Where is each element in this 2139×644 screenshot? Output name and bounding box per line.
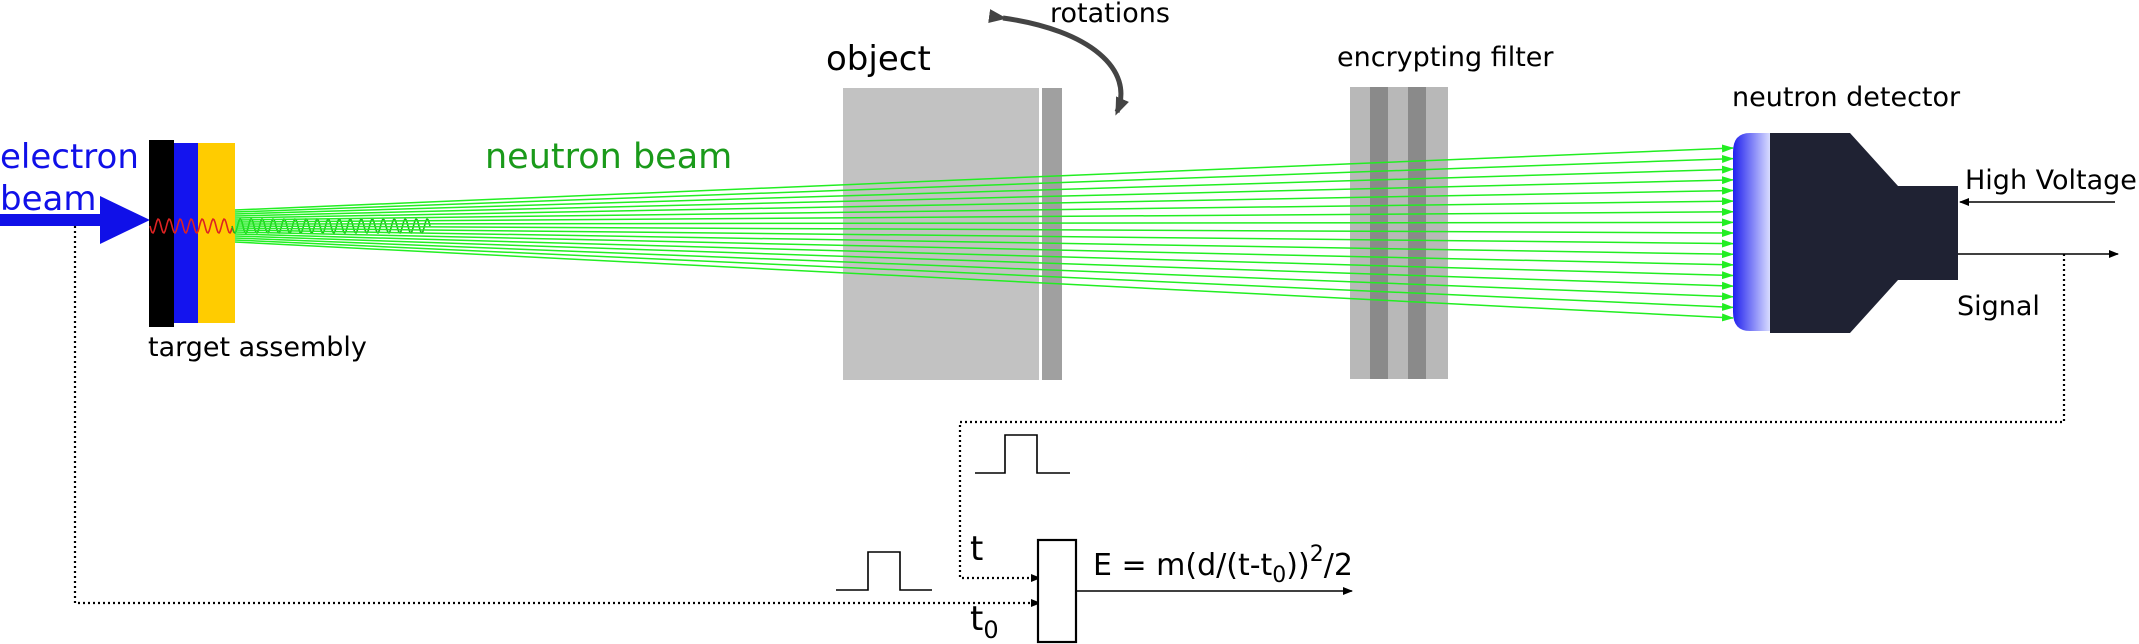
- neutron-rays: [234, 144, 1734, 322]
- neutron-ray: [234, 239, 1734, 311]
- rotation-arrow: [988, 9, 1129, 116]
- object-label: object: [826, 39, 931, 79]
- encrypting-filter: [1350, 87, 1448, 379]
- neutron-ray: [234, 227, 1734, 248]
- neutron-ray: [234, 186, 1734, 219]
- detector-body: [1770, 133, 1958, 333]
- trigger-dotted-path: [73, 226, 1041, 607]
- neutron-detector: [1733, 133, 1958, 333]
- electron-beam-label-line1: electron: [0, 137, 139, 177]
- neutron-ray: [234, 231, 1734, 269]
- t-label: t: [970, 529, 983, 569]
- target-assembly-label: target assembly: [148, 332, 367, 363]
- neutron-ray: [234, 229, 1734, 259]
- neutron-ray: [234, 235, 1734, 290]
- signal-pulse: [975, 434, 1070, 474]
- signal-dotted-path: [958, 254, 2066, 582]
- neutron-beam-label: neutron beam: [485, 137, 732, 177]
- object-plate: [1042, 88, 1062, 380]
- neutron-ray: [234, 165, 1734, 215]
- neutron-ray: [234, 207, 1734, 223]
- electron-beam-label-line2: beam: [0, 179, 96, 219]
- neutron-ray: [234, 241, 1734, 322]
- scintillator: [1733, 133, 1770, 331]
- target-assembly: [149, 140, 235, 327]
- processing-box: [1036, 538, 1078, 644]
- object: [843, 88, 1062, 380]
- neutron-ray: [234, 225, 1734, 237]
- neutron-ray: [234, 233, 1734, 280]
- encrypting-filter-label: encrypting filter: [1337, 42, 1554, 73]
- neutron-ray: [234, 197, 1734, 221]
- signal-label: Signal: [1957, 291, 2040, 322]
- neutron-ray: [234, 237, 1734, 301]
- neutron-ray: [234, 176, 1734, 217]
- t0-label: t0: [970, 599, 999, 644]
- high-voltage-label: High Voltage: [1965, 165, 2137, 196]
- electron-wave: [149, 217, 233, 235]
- energy-formula: E = m(d/(t-t0))2/2: [1093, 542, 1353, 588]
- neutron-ray: [234, 218, 1734, 227]
- electron-beam-arrow: [0, 196, 150, 244]
- neutron-ray: [234, 144, 1734, 211]
- neutron-detector-label: neutron detector: [1732, 82, 1961, 113]
- trigger-pulse: [836, 551, 932, 591]
- rotations-label: rotations: [1050, 0, 1170, 29]
- neutron-ray: [234, 154, 1734, 213]
